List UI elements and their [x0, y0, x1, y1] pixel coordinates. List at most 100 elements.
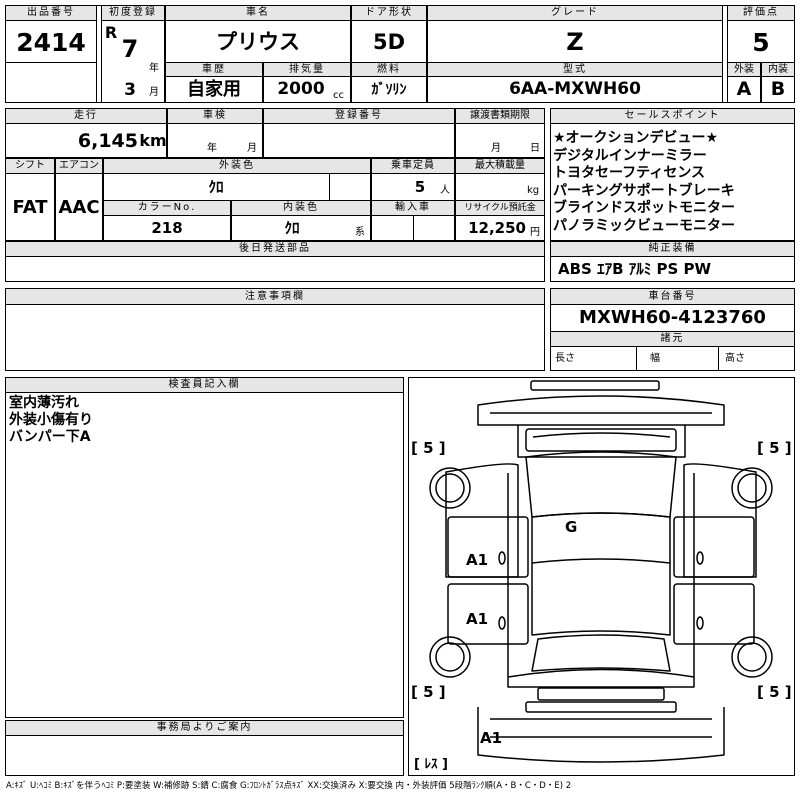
spare-tire-mark: [ ﾚｽ ] [414, 757, 448, 772]
selling-point-item: ブラインドスポットモニター [553, 200, 735, 216]
first-registration-era: R [104, 23, 118, 42]
import-divider [413, 215, 414, 241]
transfer-deadline-label: 譲渡書類期限 [455, 108, 545, 124]
damage-mark-rear-bumper: A1 [480, 729, 503, 747]
fuel-cell [351, 76, 427, 103]
transfer-deadline-cell [455, 123, 545, 158]
aircon-cell [55, 173, 103, 241]
exterior-grade-value: A [736, 78, 752, 100]
recycle-fee-value: 12,250 [468, 218, 526, 237]
import-label: 輸入車 [371, 200, 455, 216]
specs-height-label: 高さ [725, 353, 745, 364]
score-label: 評価点 [727, 5, 795, 21]
legend-text: A:ｷｽﾞ U:ﾍｺﾐ B:ｷｽﾞを伴うﾍｺﾐ P:要塗装 W:補修跡 S:錆 … [6, 781, 572, 791]
specs-divider-2 [718, 346, 719, 371]
tire-mark-front-right: [ 5 ] [757, 439, 792, 457]
specs-divider-1 [636, 346, 637, 371]
capacity-label: 乗車定員 [371, 158, 455, 174]
mileage-unit: km [139, 131, 167, 150]
transfer-deadline-day-unit: 日 [530, 143, 540, 154]
exterior-color-label: 外装色 [103, 158, 371, 174]
specs-length-label: 長さ [555, 353, 575, 364]
model-cell [427, 76, 723, 103]
aircon-label: エアコン [55, 158, 103, 174]
selling-point-item: デジタルインナーミラー [553, 147, 707, 164]
exterior-color-value: ｸﾛ [208, 177, 224, 196]
tire-mark-front-left: [ 5 ] [411, 439, 446, 457]
inspector-note: バンパー下A [9, 429, 91, 445]
car-diagram [429, 380, 773, 763]
cautions-label: 注意事項欄 [5, 288, 545, 305]
chassis-value: MXWH60-4123760 [579, 307, 766, 328]
displacement-unit: cc [333, 90, 344, 101]
damage-mark-windshield: G [565, 518, 578, 536]
recycle-fee-unit: 円 [530, 227, 540, 238]
recycle-fee-cell [455, 215, 545, 241]
interior-grade-value: B [770, 78, 786, 100]
selling-point-item: パノラミックビューモニター [553, 217, 735, 234]
shift-value: FAT [12, 197, 48, 218]
history-label: 車歴 [165, 62, 263, 77]
office-cell [5, 735, 404, 776]
fuel-label: 燃料 [351, 62, 427, 77]
door-type-label: ドア形状 [351, 5, 427, 21]
first-registration-year: 7 [121, 35, 139, 63]
first-registration-year-unit: 年 [149, 63, 159, 74]
grade-value: Z [566, 28, 584, 56]
mileage-label: 走行 [5, 108, 167, 124]
mileage-value: 6,145 [77, 129, 138, 152]
mileage-cell [5, 123, 167, 158]
inspector-cell [5, 392, 404, 718]
interior-color-cell [231, 215, 371, 241]
interior-color-label: 内装色 [231, 200, 371, 216]
lot-number-empty [5, 62, 97, 103]
first-registration-month: 3 [124, 79, 136, 100]
fuel-value: ｶﾞｿﾘﾝ [371, 81, 407, 98]
recycle-fee-label: リサイクル預託金 [455, 200, 545, 216]
registration-number-cell [263, 123, 455, 158]
history-value: 自家用 [187, 78, 241, 100]
lot-number-value: 2414 [16, 27, 86, 57]
exterior-grade-cell [727, 76, 761, 103]
selling-point-item: パーキングサポートブレーキ [553, 182, 735, 199]
door-type-value: 5D [372, 29, 406, 54]
interior-color-unit: 系 [355, 227, 365, 238]
transfer-deadline-month-unit: 月 [491, 143, 501, 154]
specs-label: 諸元 [550, 331, 795, 347]
later-parts-label: 後日発送部品 [5, 241, 545, 257]
displacement-cell [263, 76, 351, 103]
exterior-grade-label: 外装 [727, 62, 761, 77]
capacity-value: 5 [414, 177, 426, 196]
damage-mark-left-rear-door: A1 [466, 610, 489, 628]
office-label: 事務局よりご案内 [5, 720, 404, 736]
color-no-cell [103, 215, 231, 241]
registration-number-label: 登録番号 [263, 108, 455, 124]
equipment-label: 純正装備 [550, 241, 795, 257]
tire-mark-rear-left: [ 5 ] [411, 683, 446, 701]
car-name-label: 車名 [165, 5, 351, 21]
score-value: 5 [752, 27, 770, 57]
selling-points-label: セールスポイント [550, 108, 795, 124]
inspector-note: 外装小傷有り [9, 412, 93, 428]
car-diagram-frame [408, 377, 795, 776]
inspection-year-unit: 年 [207, 143, 217, 154]
grade-label: グレード [427, 5, 723, 21]
aircon-value: AAC [58, 197, 100, 218]
first-registration-label: 初度登録 [101, 5, 165, 21]
color-no-label: カラーNo. [103, 200, 231, 216]
later-parts-cell [5, 256, 545, 282]
tire-mark-rear-right: [ 5 ] [757, 683, 792, 701]
exterior-color-divider [329, 173, 330, 201]
first-registration-cell [101, 20, 165, 103]
displacement-label: 排気量 [263, 62, 351, 77]
damage-mark-left-front-door: A1 [466, 551, 489, 569]
model-label: 型式 [427, 62, 723, 77]
model-value: 6AA-MXWH60 [509, 79, 641, 99]
inspection-label: 車検 [167, 108, 263, 124]
selling-point-item: トヨタセーフティセンス [553, 165, 706, 181]
interior-grade-cell [761, 76, 795, 103]
max-load-label: 最大積載量 [455, 158, 545, 174]
color-no-value: 218 [151, 218, 183, 237]
interior-color-value: ｸﾛ [284, 218, 300, 237]
shift-cell [5, 173, 55, 241]
